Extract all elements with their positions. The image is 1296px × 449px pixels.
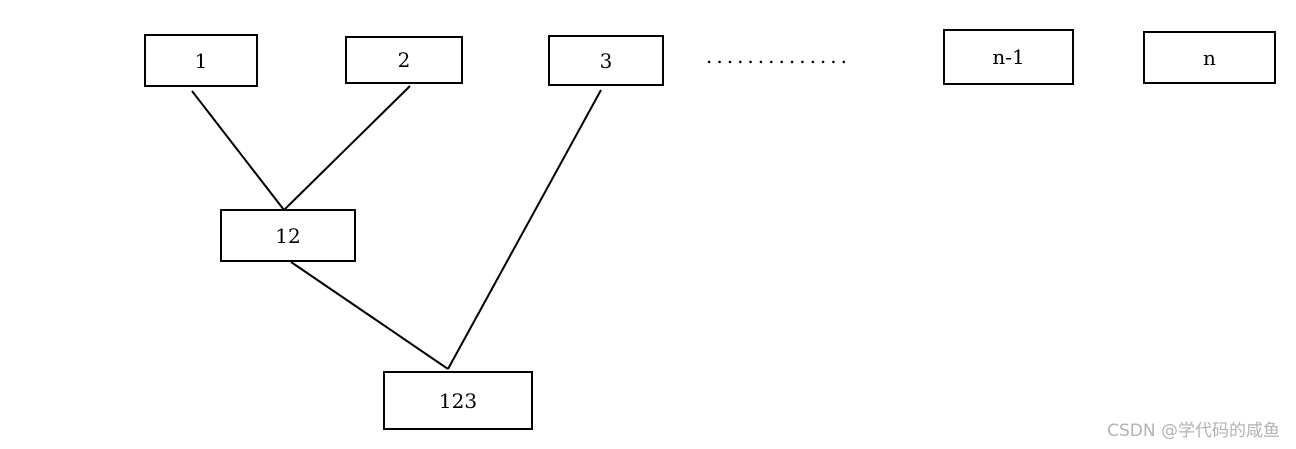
edge-12-to-123 <box>290 261 449 370</box>
node-123-label: 123 <box>438 388 478 413</box>
node-n-minus-1: n-1 <box>943 29 1074 85</box>
node-2-label: 2 <box>397 48 411 72</box>
edge-3-to-123 <box>447 89 602 370</box>
node-12: 12 <box>220 209 356 262</box>
node-12-label: 12 <box>275 223 301 248</box>
node-1-label: 1 <box>194 48 208 73</box>
node-3: 3 <box>548 35 664 86</box>
node-3-label: 3 <box>599 48 613 73</box>
node-1: 1 <box>144 34 258 87</box>
node-2: 2 <box>345 36 463 84</box>
node-123: 123 <box>383 371 533 430</box>
edge-2-to-12 <box>283 85 411 211</box>
ellipsis-dots: .............. <box>706 44 852 68</box>
edge-1-to-12 <box>191 90 285 211</box>
node-n: n <box>1143 31 1276 84</box>
watermark-text: CSDN @学代码的咸鱼 <box>1107 421 1280 441</box>
node-n-label: n <box>1203 45 1216 70</box>
node-n-minus-1-label: n-1 <box>992 45 1025 69</box>
